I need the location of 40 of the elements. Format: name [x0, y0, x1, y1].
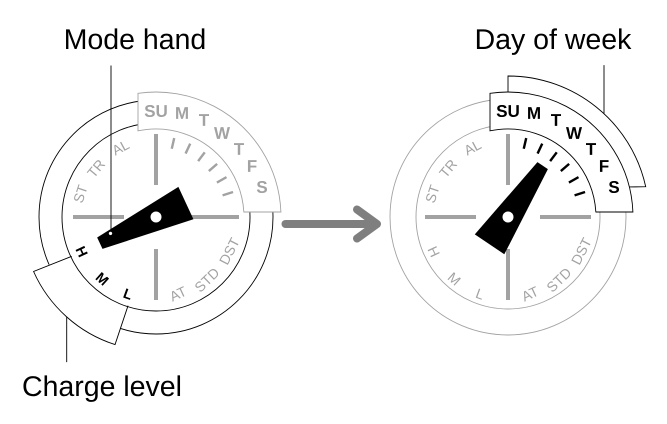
day-label: W: [566, 127, 582, 139]
dial-label: AL: [114, 142, 130, 156]
dial-label: TR: [86, 160, 106, 176]
day-label: T: [234, 143, 244, 155]
arrow: [282, 206, 381, 242]
callout-label: Mode hand: [66, 28, 204, 50]
day-label: T: [199, 114, 210, 126]
dial-label: AT: [524, 286, 536, 302]
callout-label: Charge level: [23, 375, 180, 402]
day-label: SU: [496, 104, 519, 118]
dial-label: M: [95, 272, 110, 286]
dial-label: M: [448, 272, 461, 286]
day-label: S: [608, 180, 620, 194]
dial-label: AT: [172, 286, 184, 302]
day-label: F: [248, 160, 257, 172]
day-label: F: [600, 160, 609, 172]
dial-label: DST: [219, 236, 238, 265]
dial-label: H: [76, 246, 88, 258]
day-label: M: [528, 107, 540, 119]
watch-hand: [97, 186, 194, 249]
day-label: SU: [144, 104, 167, 118]
dial-label: STD: [547, 269, 570, 292]
dial-label: AL: [466, 142, 482, 156]
dial-label: TR: [438, 160, 458, 176]
day-label: M: [176, 107, 188, 119]
day-label: T: [586, 143, 596, 155]
dial-label: H: [428, 246, 440, 258]
dial-label: STD: [195, 269, 218, 292]
dial-label: DST: [571, 236, 590, 265]
day-label: W: [214, 127, 230, 139]
day-label: S: [256, 180, 268, 194]
dial-label: ST: [74, 184, 87, 203]
dial-label: L: [123, 288, 130, 300]
leader-line: [110, 65, 112, 232]
leader-line: [66, 316, 68, 363]
dial-label: ST: [426, 184, 439, 203]
arc-bracket: [33, 256, 128, 346]
dial-label: L: [476, 288, 482, 300]
day-label: T: [551, 114, 562, 126]
callout-label: Day of week: [476, 28, 632, 55]
